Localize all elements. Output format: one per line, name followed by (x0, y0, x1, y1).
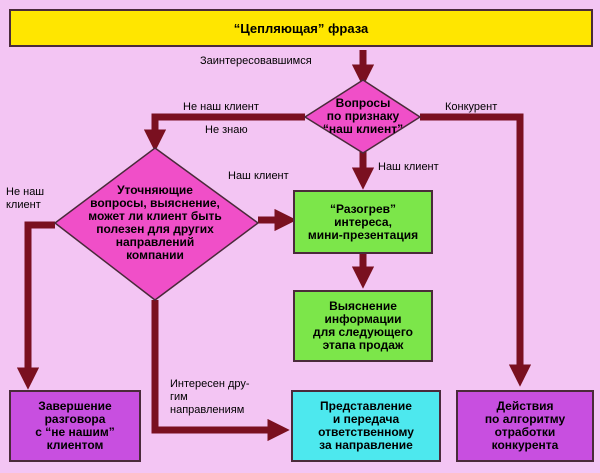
arrow-clarify-to-handover (151, 300, 290, 442)
info-next-stage-text: Выяснение информации для следующего этап… (312, 299, 414, 352)
clarify-text: Уточняющие вопросы, выяснение, может ли … (88, 183, 222, 262)
label-interested: Заинтересовавшимся (200, 55, 312, 67)
info-next-stage-box: Выяснение информации для следующего этап… (293, 290, 433, 362)
competitor-actions-box: Действия по алгоритму отработки конкурен… (456, 390, 594, 462)
label-our-client-1: Наш клиент (378, 161, 439, 173)
label-competitor: Конкурент (445, 101, 498, 113)
label-dont-know: Не знаю (205, 124, 248, 136)
arrow-clarify-to-end (16, 221, 55, 390)
handover-text: Представление и передача ответственному … (318, 399, 414, 452)
hook-phrase-text: “Цепляющая” фраза (233, 20, 369, 36)
competitor-actions-text: Действия по алгоритму отработки конкурен… (484, 399, 566, 452)
diamond-questions (303, 79, 422, 154)
warm-up-box: “Разогрев” интереса, мини-презентация (293, 190, 433, 254)
label-interesting-other: Интересен дру- гим направлениям (170, 378, 250, 416)
label-not-our-client-2: Не наш клиент (6, 186, 45, 211)
end-conversation-box: Завершение разговора с “не нашим” клиент… (9, 390, 141, 462)
label-not-our-client: Не наш клиент (183, 101, 259, 113)
arrow-questions-to-competitor (420, 113, 532, 387)
warm-up-text: “Разогрев” интереса, мини-презентация (307, 201, 419, 242)
hook-phrase-box: “Цепляющая” фраза (9, 9, 593, 47)
handover-box: Представление и передача ответственному … (291, 390, 441, 462)
arrow-questions-to-clarify (143, 113, 305, 152)
label-our-client-2: Наш клиент (228, 170, 289, 182)
questions-client-text: Вопросы по признаку “наш клиент” (322, 95, 404, 136)
end-conversation-text: Завершение разговора с “не нашим” клиент… (35, 399, 115, 452)
diamond-clarify (53, 147, 260, 301)
